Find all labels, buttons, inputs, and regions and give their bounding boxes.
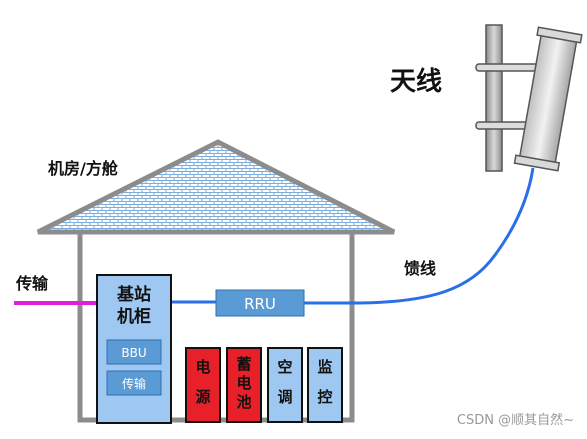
transmission-module — [106, 370, 162, 396]
power-label-1: 电 — [195, 358, 210, 376]
aircon-label-1: 空 — [277, 358, 292, 376]
power-label-2: 源 — [195, 388, 210, 406]
monitor-unit — [307, 347, 343, 423]
rru-box — [215, 289, 305, 317]
aircon-unit — [267, 347, 303, 423]
transmission-label: 传输 — [15, 274, 49, 293]
battery-label-3: 池 — [236, 393, 251, 411]
antenna-panel-icon — [513, 26, 583, 172]
monitor-label-1: 监 — [317, 358, 332, 376]
cabinet-label-line2: 机柜 — [117, 306, 151, 327]
antenna-pole-icon — [485, 24, 503, 172]
transmission-module-label: 传输 — [122, 376, 146, 391]
room-label: 机房/方舱 — [48, 159, 119, 178]
battery-label-1: 蓄 — [236, 355, 251, 373]
watermark-text: CSDN @顺其自然~ — [457, 412, 574, 428]
aircon-label-2: 调 — [277, 388, 292, 406]
feeder-label: 馈线 — [404, 259, 436, 278]
power-unit — [185, 347, 221, 423]
monitor-label-2: 控 — [317, 388, 332, 406]
bbu-label: BBU — [121, 346, 146, 360]
antenna-label: 天线 — [390, 67, 442, 97]
rru-label: RRU — [244, 295, 276, 313]
bbu-module — [106, 339, 162, 365]
roof — [36, 139, 396, 235]
battery-label-2: 电 — [236, 374, 251, 392]
feeder-cable — [304, 167, 535, 305]
battery-unit — [226, 347, 262, 423]
cabinet-label-line1: 基站 — [116, 284, 151, 305]
